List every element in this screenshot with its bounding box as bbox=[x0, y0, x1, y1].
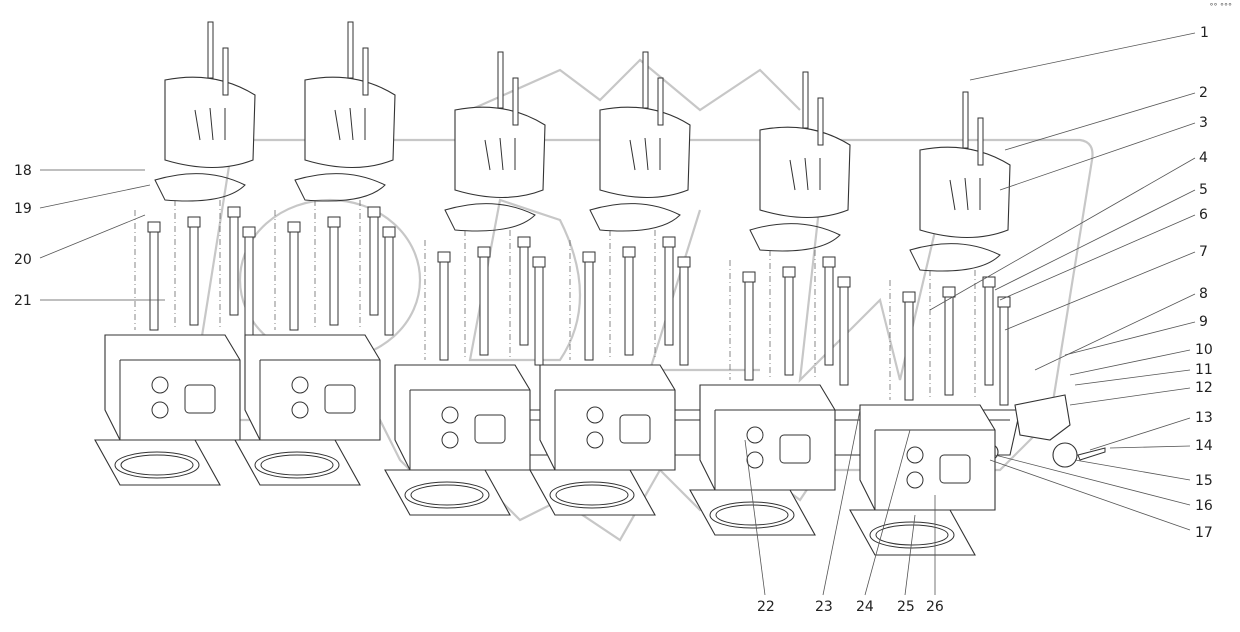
callout-4: 4 bbox=[1199, 150, 1208, 166]
callout-5: 5 bbox=[1199, 182, 1208, 198]
callout-13: 13 bbox=[1195, 410, 1213, 426]
callout-21: 21 bbox=[14, 293, 32, 309]
callout-6: 6 bbox=[1199, 207, 1208, 223]
callout-labels: 1 2 3 4 5 6 7 8 9 10 11 12 13 14 15 16 1… bbox=[14, 25, 1213, 615]
callout-8: 8 bbox=[1199, 286, 1208, 302]
callout-23: 23 bbox=[815, 599, 833, 615]
callout-9: 9 bbox=[1199, 314, 1208, 330]
callout-26: 26 bbox=[926, 599, 944, 615]
leader-lines bbox=[39, 32, 1196, 596]
callout-11: 11 bbox=[1195, 362, 1213, 378]
cylinder-head-assembly bbox=[849, 91, 1011, 556]
cylinder-head-assembly bbox=[234, 21, 396, 486]
callout-19: 19 bbox=[14, 201, 32, 217]
callout-16: 16 bbox=[1195, 498, 1213, 514]
callout-18: 18 bbox=[14, 163, 32, 179]
callout-14: 14 bbox=[1195, 438, 1213, 454]
callout-24: 24 bbox=[856, 599, 874, 615]
corner-mark: °° °°° bbox=[1209, 2, 1232, 11]
callout-15: 15 bbox=[1195, 473, 1213, 489]
callout-22: 22 bbox=[757, 599, 775, 615]
callout-12: 12 bbox=[1195, 380, 1213, 396]
callout-10: 10 bbox=[1195, 342, 1213, 358]
cylinder-head-assembly bbox=[94, 21, 256, 486]
callout-20: 20 bbox=[14, 252, 32, 268]
callout-7: 7 bbox=[1199, 244, 1208, 260]
cylinder-head-assembly bbox=[384, 51, 546, 516]
callout-3: 3 bbox=[1199, 115, 1208, 131]
callout-17: 17 bbox=[1195, 525, 1213, 541]
callout-1: 1 bbox=[1200, 25, 1209, 41]
cylinder-head-assembly bbox=[689, 71, 851, 536]
callout-25: 25 bbox=[897, 599, 915, 615]
callout-2: 2 bbox=[1199, 85, 1208, 101]
cylinder-head-assembly bbox=[529, 51, 691, 516]
